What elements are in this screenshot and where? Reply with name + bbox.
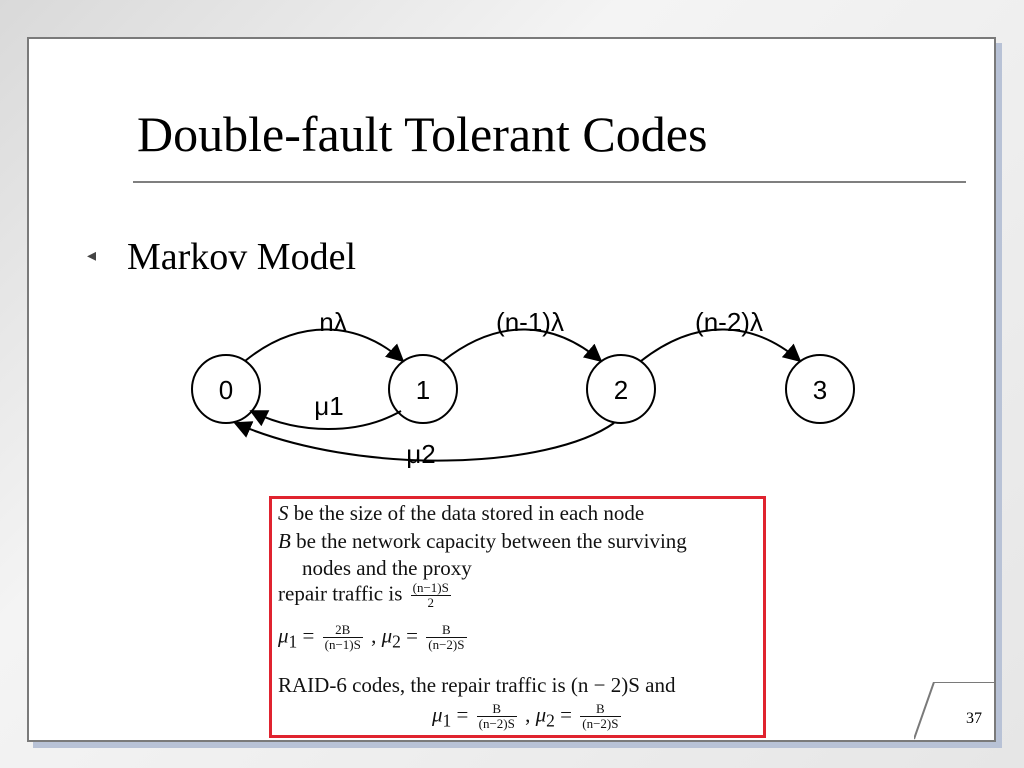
page-number: 37 [966, 710, 982, 727]
slide: Double-fault Tolerant Codes ◂ Markov Mod… [27, 37, 996, 742]
bullet-icon: ◂ [87, 245, 97, 265]
page-corner-decoration [914, 682, 994, 740]
state-2: 2 [586, 354, 656, 424]
formula-box: S be the size of the data stored in each… [269, 496, 766, 738]
edge-0-to-1 [244, 328, 405, 363]
formula-line-raid6: RAID-6 codes, the repair traffic is (n −… [278, 673, 676, 697]
formula-line-proxy: nodes and the proxy [302, 556, 472, 580]
label-repair-mu1: μ1 [314, 391, 343, 421]
svg-text:3: 3 [813, 375, 827, 405]
label-rate-2-3: (n-2)λ [695, 307, 763, 337]
edge-1-to-0 [249, 410, 402, 430]
formula-line-capacity: B be the network capacity between the su… [278, 529, 687, 553]
label-repair-mu2: μ2 [406, 439, 435, 469]
svg-text:2: 2 [614, 375, 628, 405]
edge-1-to-2 [442, 328, 603, 363]
formula-line-size: S be the size of the data stored in each… [278, 501, 645, 525]
svg-text:0: 0 [219, 375, 233, 405]
edge-2-to-0 [233, 421, 615, 462]
title-divider [133, 181, 966, 183]
state-1: 1 [388, 354, 458, 424]
slide-title: Double-fault Tolerant Codes [137, 106, 708, 162]
label-rate-0-1: nλ [319, 307, 346, 337]
edge-2-to-3 [640, 328, 802, 363]
markov-diagram: 0 1 2 3 nλ (n-1)λ (n-2)λ μ1 μ2 [191, 307, 855, 469]
state-0: 0 [191, 354, 261, 424]
svg-text:1: 1 [416, 375, 430, 405]
state-3: 3 [785, 354, 855, 424]
bullet-markov-model: Markov Model [127, 236, 357, 278]
label-rate-1-2: (n-1)λ [496, 307, 564, 337]
formula-line-mu-raid6: μ1 = B(n−2)S , μ2 = B(n−2)S [432, 701, 621, 731]
formula-line-mu-general: μ1 = 2B(n−1)S , μ2 = B(n−2)S [278, 622, 467, 652]
